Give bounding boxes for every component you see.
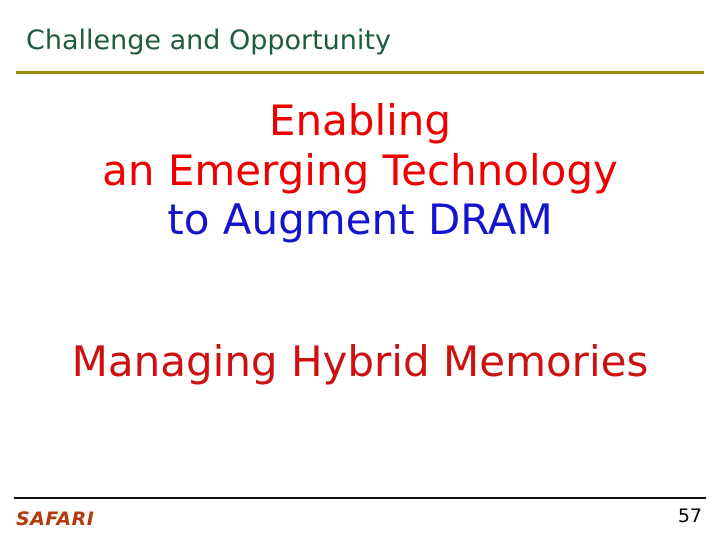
body-line-3: to Augment DRAM [167, 195, 553, 245]
title-divider [16, 71, 704, 74]
body-spacer [10, 245, 710, 337]
safari-logo: SAFARI [16, 508, 95, 530]
body-line-2: an Emerging Technology [102, 145, 618, 195]
page-number: 57 [677, 505, 702, 527]
body-line-4: Managing Hybrid Memories [71, 336, 649, 386]
footer-divider [14, 497, 706, 499]
page-title: Challenge and Opportunity [26, 25, 391, 56]
body-line-1: Enabling [268, 96, 452, 145]
slide-body: Enabling an Emerging Technology to Augme… [10, 96, 710, 386]
